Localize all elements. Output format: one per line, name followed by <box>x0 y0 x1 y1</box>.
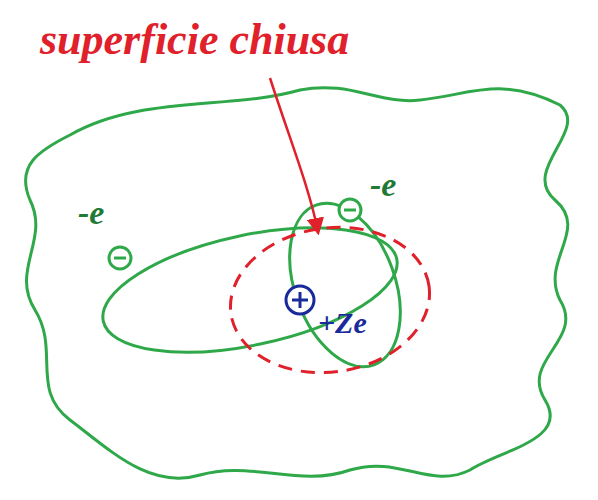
minus-sign <box>114 257 126 260</box>
charge-label: -e <box>370 168 396 202</box>
plus-sign <box>299 292 302 308</box>
leader-arrow <box>270 78 318 232</box>
closed-surface <box>221 215 439 385</box>
outer-wavy-boundary <box>26 88 568 479</box>
charge-label: -e <box>78 196 104 230</box>
electron <box>109 247 131 269</box>
electron <box>339 199 361 221</box>
surface-label: superficie chiusa <box>40 18 349 62</box>
nucleus <box>286 286 314 314</box>
charge-label: +Ze <box>318 308 367 338</box>
minus-sign <box>344 209 356 212</box>
electron-orbit <box>269 188 421 382</box>
